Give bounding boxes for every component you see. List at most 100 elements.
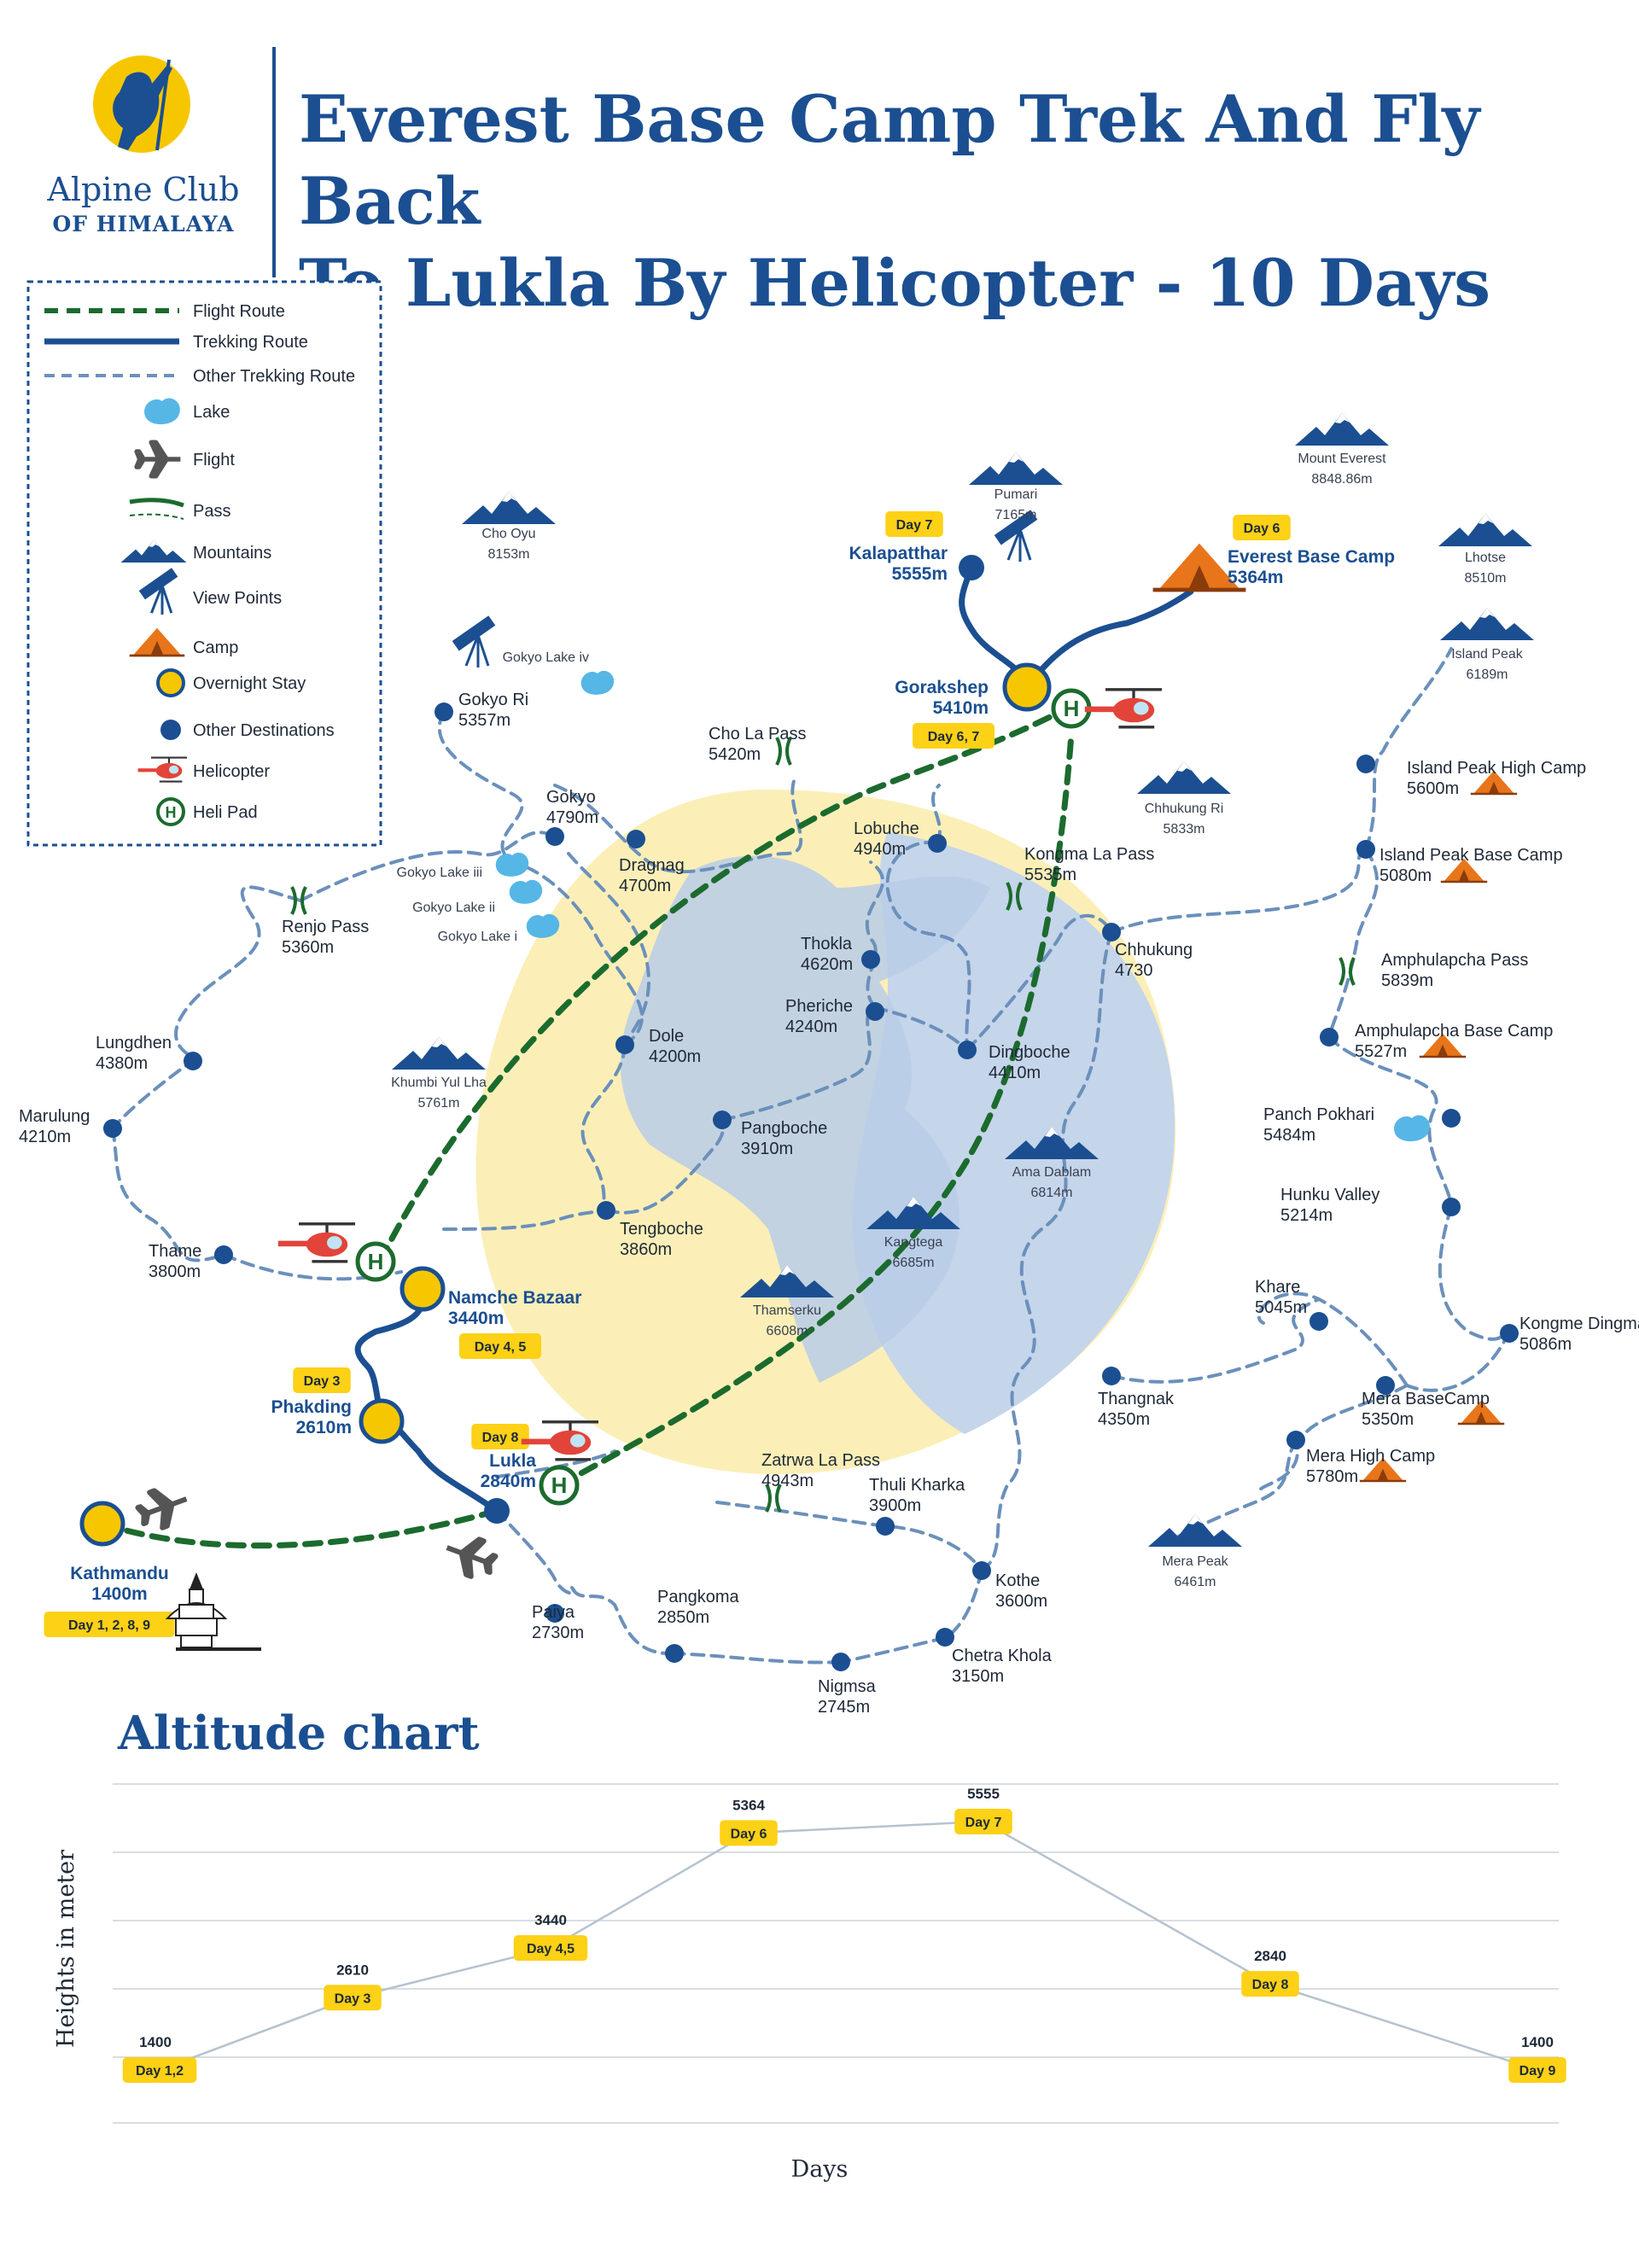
svg-text:Renjo Pass: Renjo Pass xyxy=(282,918,369,936)
chart-value-label: 2610 xyxy=(336,1962,369,1978)
legend-label: Trekking Route xyxy=(193,333,308,352)
heli-pad-namche: H xyxy=(355,1241,396,1282)
svg-text:Tengboche: Tengboche xyxy=(620,1220,703,1239)
helicopter-icon-gorakshep xyxy=(1084,688,1162,729)
other-trekking-route-23 xyxy=(1258,1384,1409,1495)
svg-text:Lukla: Lukla xyxy=(489,1451,536,1471)
chart-value-label: 1400 xyxy=(1521,2034,1554,2050)
mountain-icon-island-peak xyxy=(1440,608,1534,640)
svg-text:6685m: 6685m xyxy=(893,1256,935,1270)
other-trekking-route-7 xyxy=(222,1253,403,1281)
other-trekking-route-29 xyxy=(839,1569,983,1664)
svg-text:Pangboche: Pangboche xyxy=(741,1119,827,1138)
destination-dot-lobuche xyxy=(928,834,947,853)
svg-text:5420m: 5420m xyxy=(709,745,761,764)
legend-item-mountains: Mountains xyxy=(120,539,271,563)
svg-text:Day 6: Day 6 xyxy=(1244,522,1280,536)
day-badge-everest-base-camp: Day 6 xyxy=(1233,515,1291,540)
destination-dot-nigmsa xyxy=(831,1653,850,1671)
other-trekking-route-20 xyxy=(1438,1205,1511,1341)
other-trekking-route-10 xyxy=(720,1006,877,1122)
destination-dot-dingboche xyxy=(958,1041,977,1059)
svg-text:Chhukung: Chhukung xyxy=(1115,941,1193,959)
destination-dot-lukla xyxy=(484,1498,510,1524)
lake-label-gokyo-lake-i: Gokyo Lake i xyxy=(438,930,517,944)
legend-item-pass: Pass xyxy=(129,498,230,521)
svg-text:Lobuche: Lobuche xyxy=(854,819,919,838)
other-trekking-route-32 xyxy=(495,1509,576,1595)
chart-category-label: Day 3 xyxy=(324,1985,382,2011)
destination-dot-pheriche xyxy=(866,1002,884,1021)
destination-dot-chetra-khola xyxy=(936,1628,954,1647)
lake-icon-gokyo-lake-ii xyxy=(509,879,543,904)
svg-text:Mera BaseCamp: Mera BaseCamp xyxy=(1362,1390,1490,1408)
destination-dot-mera-high-camp xyxy=(1286,1431,1305,1449)
svg-text:7165m: 7165m xyxy=(995,508,1037,522)
other-trekking-route-12 xyxy=(873,1006,969,1052)
mountain-icon-chhukung-ri xyxy=(1137,761,1231,794)
mountain-icon xyxy=(120,539,187,563)
lake-icon-gokyo-lake-iii xyxy=(495,852,529,877)
destination-dot-khare xyxy=(1309,1312,1328,1331)
lake-label-gokyo-lake-iii: Gokyo Lake iii xyxy=(397,866,483,880)
legend-item-lake: Lake xyxy=(144,398,230,425)
svg-text:Island Peak High Camp: Island Peak High Camp xyxy=(1407,759,1586,778)
svg-text:5555m: 5555m xyxy=(892,564,948,584)
chart-category-label: Day 9 xyxy=(1508,2057,1566,2083)
day-badge-kathmandu: Day 1, 2, 8, 9 xyxy=(44,1612,175,1637)
svg-text:3900m: 3900m xyxy=(869,1496,921,1515)
svg-text:5600m: 5600m xyxy=(1407,779,1459,798)
destination-dot-kongme-dingma xyxy=(1500,1324,1519,1343)
other-trekking-route-30 xyxy=(673,1652,843,1665)
svg-text:Day 1,2: Day 1,2 xyxy=(136,2064,184,2079)
svg-text:5761m: 5761m xyxy=(418,1096,460,1111)
flight-route-1 xyxy=(99,1507,500,1549)
other-trekking-route-15 xyxy=(965,913,1113,1052)
destination-dot-pangboche xyxy=(713,1111,732,1129)
svg-text:4790m: 4790m xyxy=(546,808,598,827)
svg-text:Hunku Valley: Hunku Valley xyxy=(1280,1186,1379,1204)
pass-icon-kongma-la-pass xyxy=(1006,882,1023,911)
lake-icon-panch-pokhari xyxy=(1394,1115,1430,1142)
svg-text:4700m: 4700m xyxy=(619,877,671,895)
chart-value-label: 5555 xyxy=(967,1786,1000,1802)
svg-text:Day 3: Day 3 xyxy=(304,1374,341,1389)
svg-text:Paiya: Paiya xyxy=(532,1603,575,1622)
other-trekking-route-11 xyxy=(865,860,884,1009)
svg-text:4940m: 4940m xyxy=(854,840,906,859)
other-trekking-route-3 xyxy=(553,779,803,874)
svg-text:8848.86m: 8848.86m xyxy=(1311,472,1372,487)
svg-text:Amphulapcha Base Camp: Amphulapcha Base Camp xyxy=(1355,1022,1553,1041)
chart-category-label: Day 6 xyxy=(720,1820,778,1846)
svg-text:4410m: 4410m xyxy=(989,1064,1041,1082)
telescope-icon-gokyo-ri xyxy=(452,615,496,668)
svg-text:5350m: 5350m xyxy=(1362,1410,1414,1429)
pass-icon-amphulapcha-pass xyxy=(1339,957,1356,986)
svg-text:Mount Everest: Mount Everest xyxy=(1298,452,1386,466)
svg-text:Zatrwa La Pass: Zatrwa La Pass xyxy=(761,1451,880,1470)
airplane-icon xyxy=(134,440,181,479)
other-trekking-route-17 xyxy=(1364,647,1453,851)
svg-text:Day 8: Day 8 xyxy=(482,1431,519,1445)
svg-text:Day 6: Day 6 xyxy=(731,1827,767,1841)
destination-dot-thuli-kharka xyxy=(876,1517,895,1536)
destination-label-lobuche: Lobuche 4940m xyxy=(854,819,919,859)
svg-text:6608m: 6608m xyxy=(767,1324,808,1338)
svg-text:Dingboche: Dingboche xyxy=(989,1043,1070,1062)
svg-text:5833m: 5833m xyxy=(1164,822,1205,837)
